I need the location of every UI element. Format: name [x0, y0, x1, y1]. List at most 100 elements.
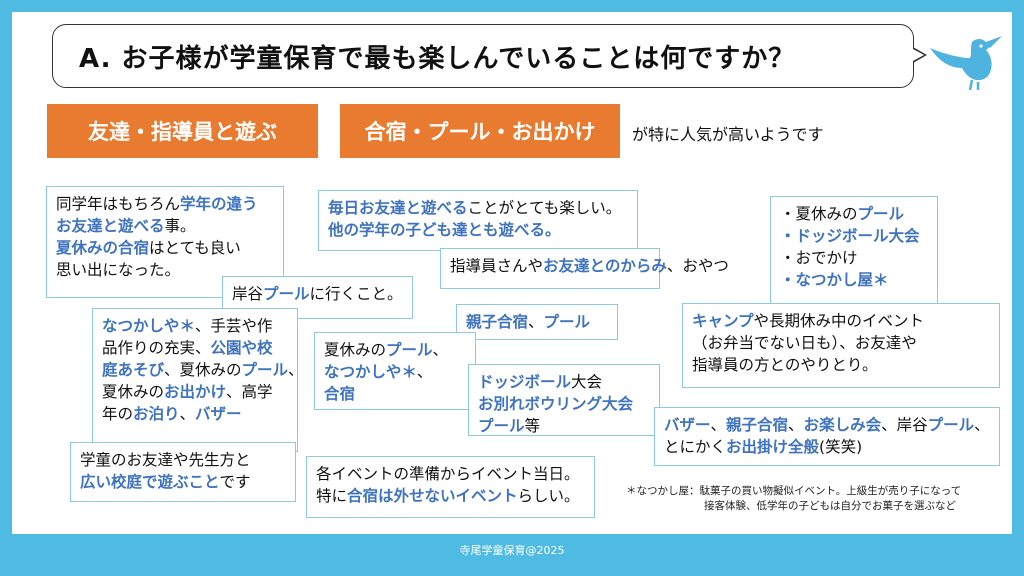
answer-line: 年のお泊り、バザー [102, 403, 288, 425]
emphasized-text: プール [241, 361, 289, 379]
answer-card: 学童のお友達や先生方と広い校庭で遊ぶことです [70, 442, 296, 502]
emphasized-text: ・なつかし屋＊ [780, 271, 889, 289]
speech-tail-fill [913, 49, 924, 61]
answer-card: 親子合宿、プール [456, 304, 618, 340]
answer-card: キャンプや長期休み中のイベント（お弁当でない日も）、お友達や指導員の方とのやりと… [682, 303, 1000, 388]
question-title: A. お子様が学童保育で最も楽しんでいることは何ですか？ [79, 43, 796, 74]
answer-text: 、 [528, 313, 544, 331]
answer-line: 指導員さんやお友達とのからみ、おやつ [450, 255, 729, 277]
answer-text: 各イベントの準備からイベント当日。 [316, 465, 580, 483]
answer-text: 、岸谷 [881, 416, 928, 434]
answer-text: 指導員の方とのやりとり。 [692, 356, 878, 374]
emphasized-text: プール [857, 205, 905, 223]
answer-text: 大会 [571, 373, 603, 391]
answer-line: ・おでかけ [780, 247, 928, 269]
answer-text: 岸谷 [232, 285, 264, 303]
emphasized-text: ・ドッジボール大会 [780, 227, 920, 245]
answer-text: 、 [788, 416, 804, 434]
answer-text: らしい。 [517, 487, 580, 505]
answer-line: お友達と遊べる事。 [56, 215, 274, 237]
emphasized-text: 公園や校 [210, 339, 273, 357]
emphasized-text: バザー [195, 405, 242, 423]
answer-text: 夏休みの [324, 341, 387, 359]
answer-line: ・ドッジボール大会 [780, 225, 928, 247]
emphasized-text: なつかしや＊ [324, 363, 417, 381]
answer-line: なつかしや＊、手芸や作 [102, 315, 288, 337]
emphasized-text: ドッジボール [478, 373, 572, 391]
emphasized-text: バザー [664, 416, 711, 434]
answer-line: 夏休みのプール、 [324, 339, 466, 361]
answer-line: 品作りの充実、公園や校 [102, 337, 288, 359]
popular-tag-friends: 友達・指導員と遊ぶ [47, 104, 318, 158]
emphasized-text: お友達とのからみ [543, 257, 667, 275]
answer-text: 、夏休みの [164, 361, 242, 379]
footnote-line: 接客体験、低学年の子どもは自分でお菓子を選ぶなど [704, 500, 956, 512]
answer-text: です [219, 473, 251, 491]
answer-card: なつかしや＊、手芸や作品作りの充実、公園や校庭あそび、夏休みのプール、夏休みのお… [92, 308, 304, 452]
emphasized-text: 合宿 [324, 385, 356, 403]
answer-line: バザー、親子合宿、お楽しみ会、岸谷プール、 [664, 414, 990, 436]
answer-text: 年の [102, 405, 134, 423]
answer-line: 各イベントの準備からイベント当日。 [316, 463, 585, 485]
answer-text: 、高学 [226, 383, 273, 401]
emphasized-text: お出掛け全般 [726, 438, 820, 456]
emphasized-text: お楽しみ会 [803, 416, 882, 434]
emphasized-text: キャンプ [692, 312, 754, 330]
answer-text: 、おやつ [666, 257, 729, 275]
answer-line: 同学年はもちろん学年の違う [56, 193, 274, 215]
footnote: ＊なつかし屋：駄菓子の買い物擬似イベント。上級生が売り子になって 接客体験、低学… [626, 484, 961, 514]
answer-line: 広い校庭で遊ぶことです [80, 471, 286, 493]
answer-text: 、 [974, 416, 990, 434]
answer-text: 特に [316, 487, 348, 505]
emphasized-text: 毎日お友達と遊べる [328, 199, 468, 217]
answer-line: とにかくお出掛け全般(笑笑) [664, 436, 990, 458]
emphasized-text: お別れボウリング大会 [478, 395, 634, 413]
answer-text: はとても良い [149, 239, 241, 257]
answer-line: 思い出になった。 [56, 259, 274, 281]
emphasized-text: プール [263, 285, 310, 303]
answer-line: 他の学年の子ども達とも遊べる。 [328, 219, 628, 241]
answer-line: 親子合宿、プール [466, 311, 608, 333]
answer-line: なつかしや＊、 [324, 361, 466, 383]
answer-card: 毎日お友達と遊べることがとても楽しい。他の学年の子ども達とも遊べる。 [318, 190, 638, 251]
answer-text: 、 [288, 361, 304, 379]
answer-text: 事。 [164, 217, 196, 235]
answer-text: に行くこと。 [309, 285, 403, 303]
emphasized-text: プール [543, 313, 591, 331]
answer-text: や長期休み中のイベント [753, 312, 925, 330]
answer-text: 、 [432, 341, 449, 359]
answer-line: 夏休みのお出かけ、高学 [102, 381, 288, 403]
emphasized-text: 庭あそび [102, 361, 165, 379]
answer-card: 同学年はもちろん学年の違うお友達と遊べる事。夏休みの合宿はとても良い思い出になっ… [46, 186, 284, 298]
emphasized-text: お友達と遊べる [56, 217, 165, 235]
answer-card: 指導員さんやお友達とのからみ、おやつ [440, 248, 729, 289]
emphasized-text: 学年の違う [180, 195, 258, 213]
answer-text: とにかく [664, 438, 727, 456]
popular-caption: が特に人気が高いようです [632, 125, 824, 144]
emphasized-text: お泊り [133, 405, 180, 423]
answer-line: お別れボウリング大会 [478, 393, 650, 415]
answer-line: プール等 [478, 415, 650, 437]
answer-line: 学童のお友達や先生方と [80, 449, 286, 471]
answer-card: バザー、親子合宿、お楽しみ会、岸谷プール、とにかくお出掛け全般(笑笑) [654, 407, 1000, 466]
answer-line: 合宿 [324, 383, 466, 405]
answer-text: 等 [524, 417, 541, 435]
emphasized-text: なつかしや＊ [102, 317, 195, 335]
answer-line: 特に合宿は外せないイベントらしい。 [316, 485, 585, 507]
answer-card: ・夏休みのプール・ドッジボール大会・おでかけ・なつかし屋＊ [770, 196, 938, 307]
emphasized-text: 広い校庭で遊ぶこと [80, 473, 220, 491]
emphasized-text: プール [927, 416, 975, 434]
answer-text: 、 [710, 416, 727, 434]
answer-text: 品作りの充実、 [102, 339, 211, 357]
answer-text: 指導員さんや [450, 257, 544, 275]
answer-text: ことがとても楽しい。 [467, 199, 622, 217]
answer-text: 学童のお友達や先生方と [80, 451, 251, 469]
emphasized-text: プール [386, 341, 433, 359]
answer-line: ・なつかし屋＊ [780, 269, 928, 291]
answer-text: 夏休みの [102, 383, 165, 401]
emphasized-text: 親子合宿 [466, 313, 529, 331]
emphasized-text: お出かけ [164, 383, 227, 401]
answer-text: ・おでかけ [780, 249, 858, 267]
answer-card: ドッジボール大会お別れボウリング大会プール等 [468, 364, 660, 436]
footer-copyright: 寺尾学童保育@2025 [459, 544, 565, 557]
